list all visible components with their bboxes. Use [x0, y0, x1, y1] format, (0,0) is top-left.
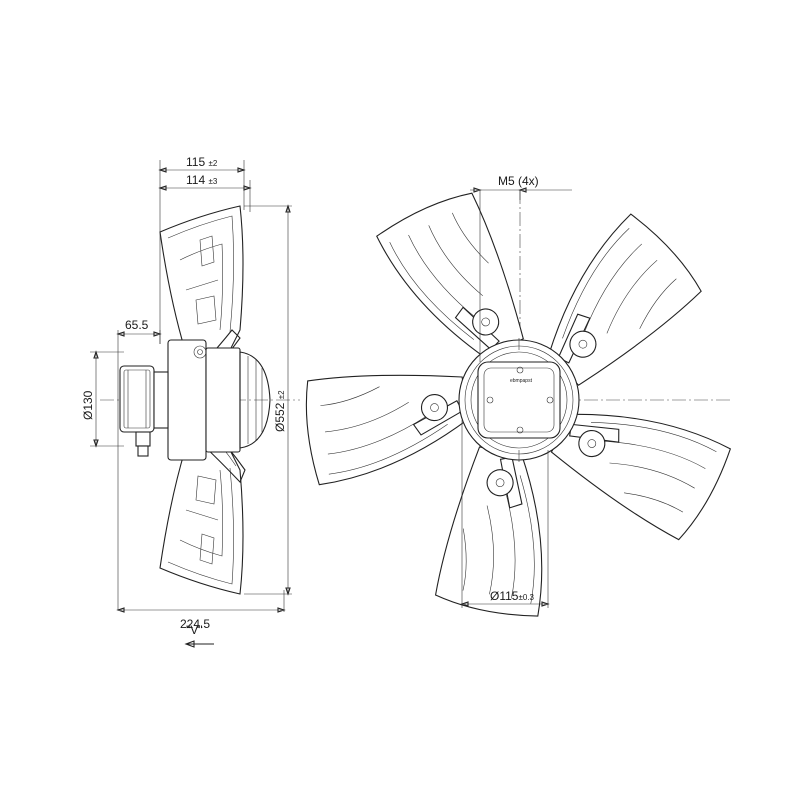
view-label: "V": [186, 623, 203, 637]
dim-130: Ø130: [81, 390, 95, 420]
hub-logo: ebmpapst: [510, 378, 533, 384]
fan-blade: [376, 192, 524, 359]
side-view: [90, 160, 300, 648]
dim-m5: M5 (4x): [498, 174, 539, 188]
fan-blade: [305, 374, 469, 486]
fan-blade: [550, 413, 732, 541]
dim-115-bottom: Ø115±0.3: [490, 589, 535, 603]
front-view: [305, 187, 732, 617]
fan-blade: [548, 213, 702, 386]
dim-115-top: 115 ±2: [186, 155, 218, 169]
dim-114: 114 ±3: [186, 173, 218, 187]
dim-552: Ø552 ±2: [273, 390, 287, 432]
dim-65-5: 65.5: [125, 318, 149, 332]
dim-224-5: 224.5: [180, 617, 210, 631]
fan-blade: [434, 446, 543, 617]
